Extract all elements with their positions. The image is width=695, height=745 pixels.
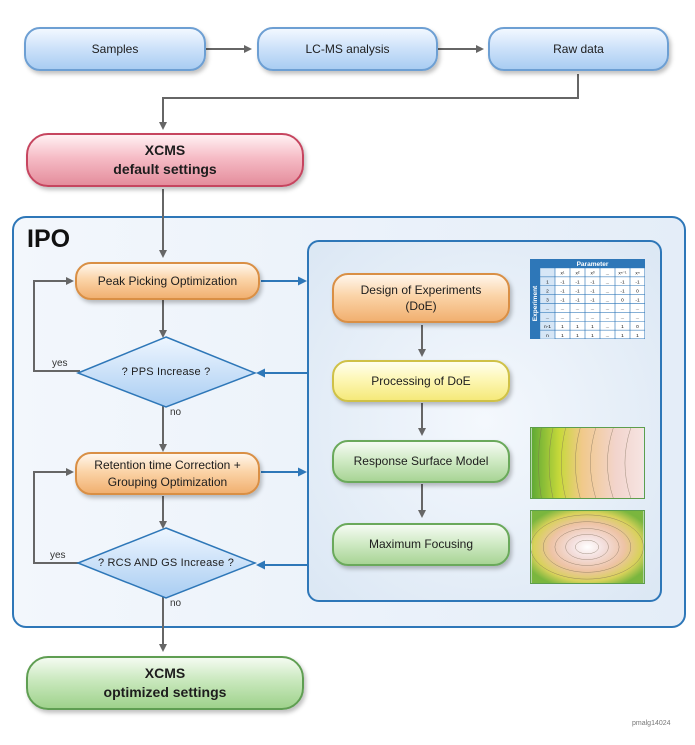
lcms-box: LC-MS analysis [257, 27, 438, 71]
param-cell-text: 1 [561, 324, 564, 330]
param-cell-text: -1 [620, 288, 625, 294]
xcms-default-title: XCMS [144, 142, 186, 159]
xcms-default-box: XCMS default settings [26, 133, 304, 187]
figure-code: pmalg14024 [632, 720, 671, 727]
param-table-title: Parameter [577, 261, 609, 268]
param-cell-text: -1 [635, 280, 640, 286]
param-cell-text: 0 [636, 324, 639, 330]
doe-line-1: Design of Experiments [360, 282, 482, 297]
rcs-question: ? RCS AND GS Increase ? [97, 557, 235, 569]
param-cell-text: -1 [635, 297, 640, 303]
ipo-title: IPO [27, 225, 71, 253]
param-cell-text: -1 [590, 297, 595, 303]
param-cell-text: ... [561, 307, 565, 312]
processing-doe-box: Processing of DoE [332, 360, 510, 402]
param-cell-text: ... [606, 307, 610, 312]
maximum-focusing-box: Maximum Focusing [332, 523, 510, 566]
param-cell-text: xⁿ [635, 272, 639, 277]
param-cell-text: 0 [621, 297, 624, 303]
arrow-yes-loop1 [33, 277, 80, 372]
param-cell-text: ... [546, 316, 550, 321]
param-cell-text: -1 [575, 297, 580, 303]
arrow-yes-loop2 [33, 468, 80, 564]
param-cell-text: -1 [560, 280, 565, 286]
param-cell-text: ... [621, 307, 625, 312]
rt-line-2: Grouping Optimization [107, 474, 228, 489]
response-surface-box: Response Surface Model [332, 440, 510, 483]
param-cell-text: 1 [591, 333, 594, 339]
param-cell-text: ... [606, 325, 610, 330]
param-cell-text: ... [546, 307, 550, 312]
no-label-2: no [170, 598, 182, 609]
param-cell-text: -1 [560, 288, 565, 294]
param-cell-text: ... [606, 272, 610, 277]
doe-line-2: (DoE) [405, 299, 437, 313]
param-cell-text: -1 [575, 288, 580, 294]
param-cell-text: 1 [576, 333, 579, 339]
param-cell-text: -1 [590, 280, 595, 286]
param-cell-text: ... [591, 316, 595, 321]
xcms-optimized-subtitle: optimized settings [103, 684, 227, 700]
param-cell [629, 329, 645, 339]
param-cell-text: x¹ [561, 271, 565, 277]
param-cell-text: ... [621, 316, 625, 321]
param-cell-text: 1 [621, 333, 624, 339]
param-cell-text: ... [561, 316, 565, 321]
param-cell-text: -1 [560, 297, 565, 303]
xcms-default-subtitle: default settings [113, 161, 217, 177]
param-cell-text: ... [636, 316, 640, 321]
param-cell-text: ... [606, 281, 610, 286]
param-cell-text: ... [576, 307, 580, 312]
yes-label-1: yes [52, 358, 68, 369]
pps-decision [75, 336, 258, 408]
doe-box: Design of Experiments (DoE) [332, 273, 510, 323]
yes-label-2: yes [50, 550, 66, 561]
arrow-raw-xcms [159, 74, 579, 130]
rcs-decision [75, 527, 258, 599]
param-cell-text: -1 [590, 288, 595, 294]
param-cell-text: 0 [636, 288, 639, 294]
param-cell-text: 2 [546, 288, 549, 294]
maximum-focusing-plot [530, 510, 645, 584]
param-cell-text: ... [606, 334, 610, 339]
param-cell-text: 1 [636, 333, 639, 339]
rt-line-1: Retention time Correction + [94, 458, 241, 473]
samples-box: Samples [24, 27, 206, 71]
param-cell-text: 1 [591, 324, 594, 330]
param-cell-text: 3 [546, 297, 549, 303]
param-cell-text: x² [576, 271, 580, 277]
param-cell-text: -1 [575, 280, 580, 286]
pps-question: ? PPS Increase ? [121, 366, 211, 378]
param-cell-text: xⁿ⁻¹ [618, 271, 627, 277]
param-cell-text: ... [576, 316, 580, 321]
param-cell-text: ... [606, 316, 610, 321]
no-label-1: no [170, 407, 182, 418]
peak-picking-box: Peak Picking Optimization [75, 262, 260, 300]
param-table-side-label: Experiment [532, 285, 539, 321]
param-cell-text: n [546, 334, 549, 339]
param-cell-text: 1 [546, 280, 549, 286]
xcms-optimized-title: XCMS [144, 665, 186, 682]
raw-data-box: Raw data [488, 27, 669, 71]
param-cell-text: ... [591, 307, 595, 312]
param-cell-text: -1 [620, 280, 625, 286]
param-cell-text: 1 [621, 324, 624, 330]
param-cell-text: ... [606, 289, 610, 294]
param-cell-text: x³ [591, 271, 595, 277]
param-cell-text: ... [606, 298, 610, 303]
param-cell-text: 1 [576, 324, 579, 330]
xcms-optimized-box: XCMS optimized settings [26, 656, 304, 710]
param-cell-text: ... [636, 307, 640, 312]
param-cell-text: n-1 [544, 324, 551, 330]
rt-grouping-box: Retention time Correction + Grouping Opt… [75, 452, 260, 495]
response-surface-plot [530, 427, 645, 499]
param-cell-text: 1 [561, 333, 564, 339]
